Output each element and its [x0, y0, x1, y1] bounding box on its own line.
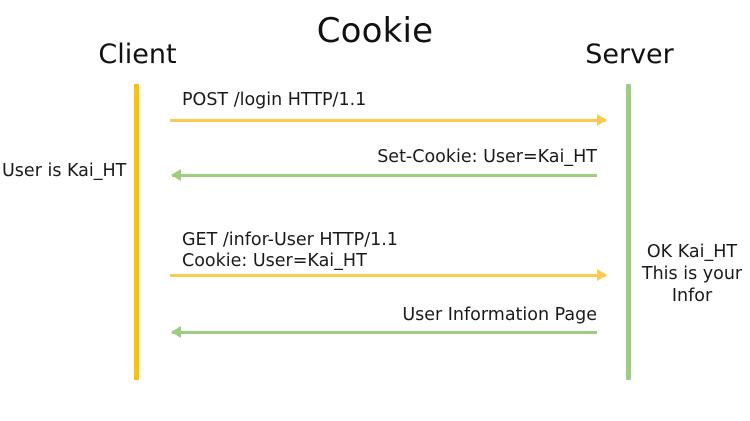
- actor-label-server: Server: [585, 39, 674, 70]
- arrow-shaft: [172, 174, 597, 177]
- message-label-set-cookie: Set-Cookie: User=Kai_HT: [377, 147, 597, 167]
- note-client-user-is: User is Kai_HT: [2, 161, 127, 181]
- message-label-get-infor-user: GET /infor-User HTTP/1.1 Cookie: User=Ka…: [182, 230, 398, 271]
- lifeline-client: [134, 84, 139, 380]
- arrow-head-left-icon: [171, 326, 181, 338]
- note-server-ok-response: OK Kai_HT This is your Infor: [641, 242, 743, 306]
- message-arrow-user-information-page: [171, 322, 597, 342]
- actor-label-client: Client: [98, 39, 177, 70]
- arrow-shaft: [172, 331, 597, 334]
- lifeline-server: [626, 84, 631, 380]
- arrow-shaft: [170, 119, 606, 122]
- arrow-shaft: [170, 274, 606, 277]
- diagram-title: Cookie: [316, 11, 434, 51]
- arrow-head-left-icon: [171, 169, 181, 181]
- message-arrow-post-login: [170, 110, 607, 130]
- arrow-head-right-icon: [597, 269, 607, 281]
- message-arrow-get-infor-user: [170, 265, 607, 285]
- message-label-post-login: POST /login HTTP/1.1: [182, 90, 367, 110]
- message-arrow-set-cookie: [171, 165, 597, 185]
- message-label-user-information-page: User Information Page: [402, 305, 597, 325]
- arrow-head-right-icon: [597, 114, 607, 126]
